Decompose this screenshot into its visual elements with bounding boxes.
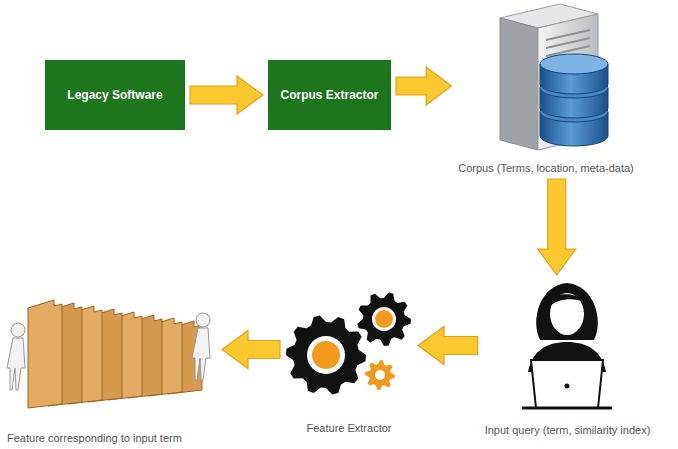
box-label: Corpus Extractor — [280, 88, 378, 102]
process-box: Legacy Software — [45, 60, 185, 130]
figure-body — [192, 328, 210, 380]
flow-arrow — [222, 331, 280, 369]
laptop-base — [522, 407, 612, 410]
process-box: Corpus Extractor — [268, 60, 391, 130]
gear — [365, 360, 395, 390]
folders-icon — [7, 300, 210, 408]
figure-head — [11, 323, 25, 337]
server-side — [500, 18, 538, 150]
gear-ring — [307, 336, 345, 374]
figure-body — [7, 338, 25, 390]
box-label: Legacy Software — [67, 88, 162, 102]
gear — [357, 292, 411, 346]
flow-arrow — [538, 179, 576, 275]
figure — [192, 313, 210, 380]
flow-arrow — [396, 67, 451, 105]
user-station: Input query (term, similarity index) — [515, 280, 620, 412]
laptop-lid — [531, 360, 603, 408]
gear-core — [312, 341, 340, 369]
gear — [286, 315, 366, 394]
user-hair — [536, 283, 598, 340]
user-icon — [522, 283, 612, 408]
figure — [7, 323, 25, 390]
icon-caption: Input query (term, similarity index) — [483, 424, 653, 436]
flow-arrow — [190, 76, 263, 114]
gear-core — [376, 371, 384, 379]
icon-caption: Feature corresponding to input term — [5, 432, 184, 444]
user-fringe — [550, 294, 584, 306]
figure-head — [196, 313, 210, 327]
icon-caption: Feature Extractor — [305, 422, 394, 434]
gears-icon — [286, 292, 411, 394]
icon-caption: Corpus (Terms, location, meta-data) — [456, 162, 635, 174]
flow-arrow — [418, 327, 478, 365]
feature-extractor: Feature Extractor — [285, 296, 413, 394]
gear-ring — [375, 370, 385, 380]
feature-folders: Feature corresponding to input term — [5, 296, 217, 412]
folder — [28, 300, 62, 408]
database-server: Corpus (Terms, location, meta-data) — [490, 2, 602, 152]
gear-core — [375, 310, 393, 328]
user-face — [550, 293, 584, 335]
gear-ring — [372, 307, 396, 331]
laptop-logo — [565, 384, 570, 389]
database-icon — [540, 54, 608, 146]
database-top — [540, 54, 608, 74]
